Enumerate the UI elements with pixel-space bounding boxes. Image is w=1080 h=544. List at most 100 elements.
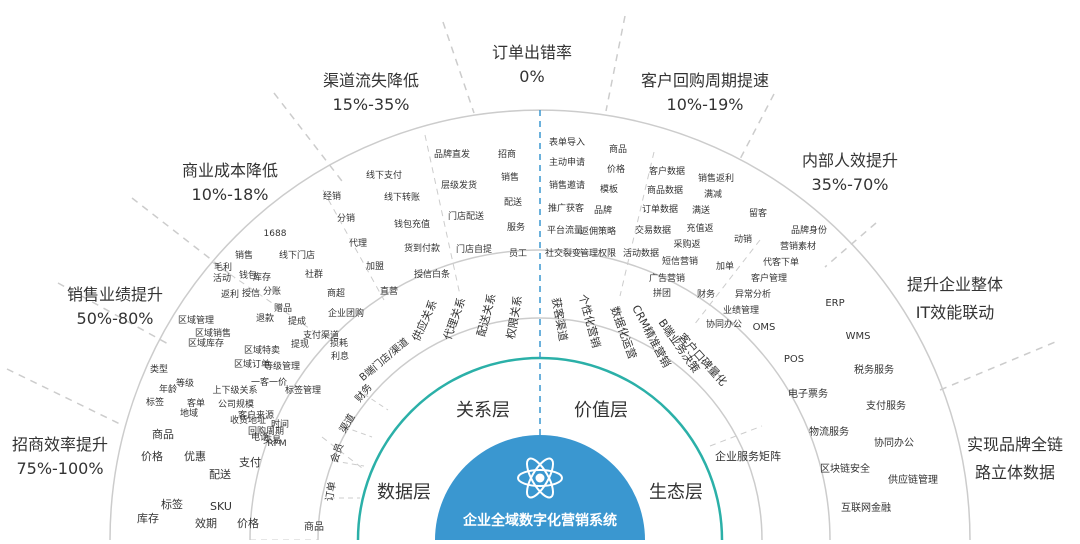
- ring2-word: 管理权限: [580, 247, 616, 259]
- ring2-word: 提成: [288, 315, 306, 327]
- ring2-word: 区域库存: [188, 337, 224, 349]
- ring2-word: 线下门店: [279, 249, 315, 261]
- metric-0-name: 招商效率提升: [12, 435, 108, 454]
- value-layer-items: 获客渠道 个性化营销 数据化运营 CRM精准营销 B端业务决策 客户口碑量化: [549, 293, 730, 389]
- metric-4-name: 订单出错率: [492, 43, 572, 62]
- ring2-word: 区块链安全: [820, 462, 870, 475]
- ring2-word: 时间: [271, 418, 289, 430]
- metric-6-name: 内部人效提升: [802, 151, 898, 170]
- ring2-word: 满减: [704, 188, 722, 200]
- separator-2: [57, 282, 171, 346]
- data-item-1: 订单: [323, 481, 338, 503]
- relation-layer-label: 关系层: [456, 400, 510, 421]
- ring2-word: 模板: [600, 183, 618, 195]
- ring2-word: 客户来源: [238, 409, 274, 421]
- ring2-word: 员工: [509, 248, 527, 259]
- metric-3-value: 15%-35%: [333, 95, 410, 114]
- separator-3: [131, 197, 236, 279]
- ring2-word: 动销: [734, 233, 752, 245]
- ring2-word: 价格: [607, 163, 625, 175]
- ring2-word: 代理: [349, 238, 367, 249]
- ring2-word: 客单: [187, 397, 205, 409]
- center-title: 企业全域数字化营销系统: [462, 512, 617, 529]
- ring2-word: 门店配送: [448, 210, 484, 222]
- ring2-word: 品牌: [594, 204, 612, 216]
- ring2-word: 退款: [256, 312, 274, 324]
- ring2-word: 商品: [152, 427, 174, 441]
- ring2-word: 业绩管理: [723, 304, 759, 316]
- ring2-word: 年龄: [159, 383, 177, 395]
- ring2-word: 活动数据: [623, 247, 659, 259]
- layer-ring: [356, 356, 724, 541]
- ring2-word: 类型: [150, 363, 168, 375]
- ring2-word: 经销: [323, 190, 341, 202]
- ring2-word: 充值返: [686, 222, 713, 234]
- ring2-word: 社交裂变: [545, 247, 581, 259]
- ring2-word: 销售: [501, 171, 519, 183]
- ring2-word: 库存: [137, 511, 159, 525]
- metric-3-name: 渠道流失降低: [323, 71, 419, 90]
- ring2-word: 公司规模: [218, 399, 254, 410]
- ring2-word: 利息: [331, 350, 349, 362]
- middle-ring: [249, 249, 831, 541]
- ring2-word: 异常分析: [735, 288, 771, 300]
- separator-8: [824, 222, 877, 268]
- mid-sep-c: [322, 189, 385, 301]
- ring2-word: 销售邀请: [549, 179, 585, 191]
- ring2-word: 订单数据: [642, 203, 678, 215]
- atom-orbit-2: [526, 457, 554, 499]
- ring2-word: SKU: [210, 500, 232, 513]
- ring2-word: 1688: [264, 229, 287, 239]
- ring2-word: 区域订单: [234, 358, 270, 370]
- atom-orbit-1: [517, 469, 563, 487]
- metric-5-name: 客户回购周期提速: [641, 71, 769, 90]
- metric-8-value: 路立体数据: [975, 463, 1055, 482]
- metric-4-value: 0%: [519, 67, 544, 86]
- metric-5-value: 10%-19%: [667, 95, 744, 114]
- ring2-word: ERP: [825, 298, 844, 309]
- ring2-word: 交易: [263, 434, 281, 446]
- metric-2-value: 10%-18%: [192, 185, 269, 204]
- ring2-word: 财务: [697, 288, 715, 300]
- ring2-word: 标签: [146, 396, 164, 408]
- ring2-word: 钱包: [239, 269, 257, 281]
- mid-sep-g: [321, 436, 363, 469]
- ring2-word: 客户数据: [649, 165, 685, 177]
- ring2-word: 等级: [176, 377, 194, 389]
- data-item-0: 商品: [304, 520, 324, 533]
- ring2-word: 优惠: [184, 449, 206, 463]
- ring2-word: 留客: [749, 207, 767, 219]
- metric-0-value: 75%-100%: [16, 459, 103, 478]
- ring2-word: 商超: [327, 287, 345, 299]
- separator-4: [273, 92, 346, 186]
- ring2-word: 回购周期: [248, 425, 284, 437]
- ring2-word: 货到付款: [404, 242, 440, 254]
- ring2-word: 返利: [221, 288, 239, 300]
- metric-1-value: 50%-80%: [77, 309, 154, 328]
- data-item-2: 会员: [327, 441, 346, 464]
- ring2-word: POS: [784, 354, 804, 365]
- ring2-word: 电子票务: [788, 387, 828, 400]
- ring2-word: 区域特卖: [244, 344, 280, 356]
- mid-sep-f: [693, 239, 761, 326]
- metric-1-name: 销售业绩提升: [67, 285, 163, 304]
- ring2-word: 直营: [380, 285, 398, 297]
- mid-sep-d: [424, 134, 461, 296]
- ring2-word: 线下支付: [366, 169, 402, 181]
- ring2-word: 区域管理: [178, 314, 214, 326]
- ring2-word: 收货地址: [230, 414, 266, 426]
- ecology-layer-label: 生态层: [649, 482, 703, 503]
- ring2-word: 物流服务: [809, 425, 849, 438]
- spoke-4: [363, 393, 389, 411]
- ring2-word: 商品数据: [647, 184, 683, 196]
- ring2-word: 效期: [195, 516, 217, 530]
- ring2-word: 返佣策略: [580, 225, 616, 237]
- mid-sep-h: [709, 425, 763, 447]
- ring2-word: 服务: [507, 221, 525, 233]
- ring2-word: 推广获客: [548, 202, 584, 214]
- ring2-word: 门店自提: [456, 243, 492, 255]
- ring2-word: 损耗: [330, 337, 348, 349]
- relation-item-3: 权限关系: [503, 294, 524, 340]
- ring2-word: 线下转账: [384, 191, 420, 203]
